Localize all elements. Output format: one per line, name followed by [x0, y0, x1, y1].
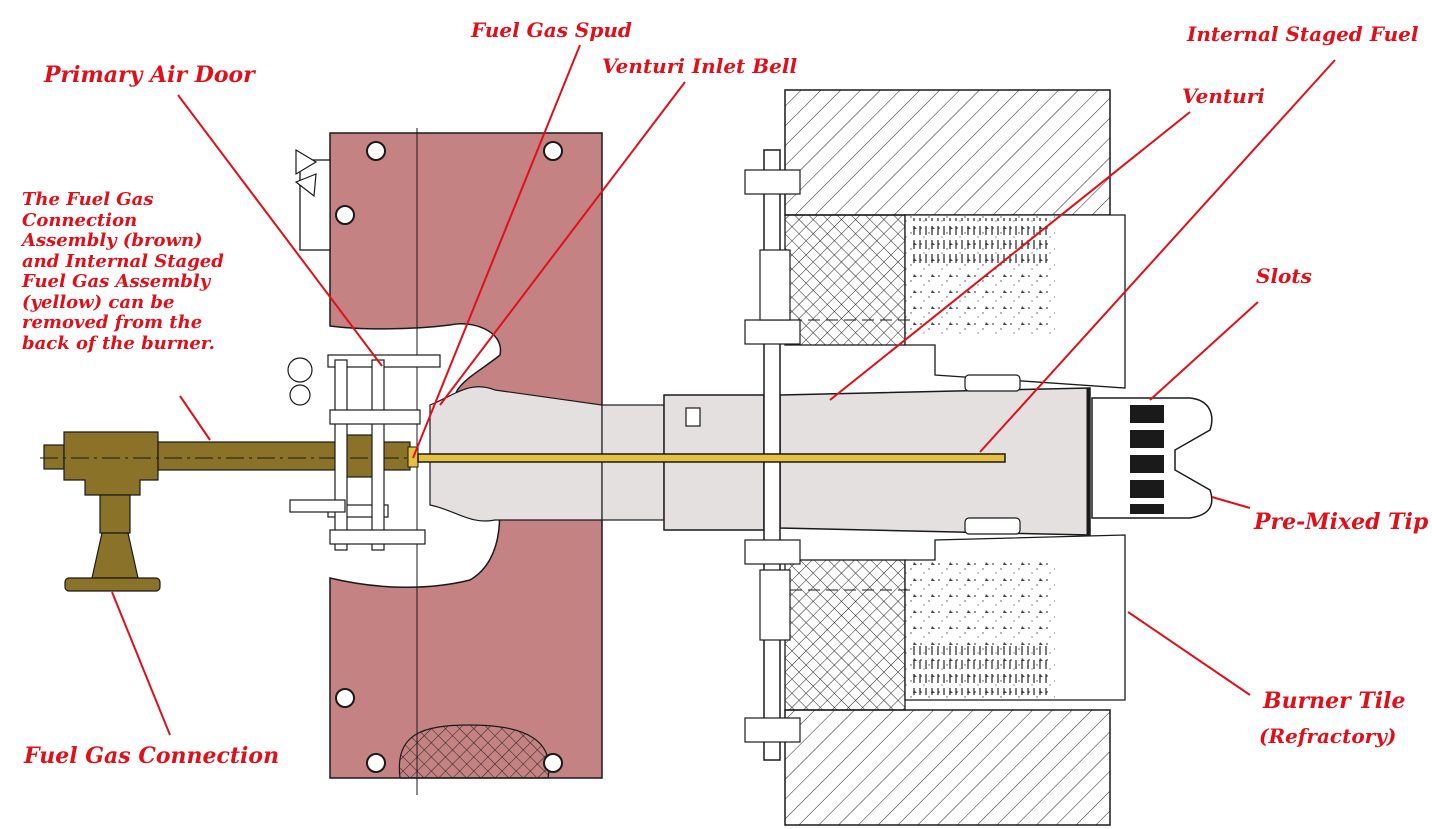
- note-line: The Fuel Gas: [22, 189, 154, 210]
- note-line: removed from the: [22, 312, 203, 333]
- note-line: (yellow) can be: [22, 291, 175, 313]
- label-burner-tile-refractory: (Refractory): [1259, 724, 1397, 748]
- pre-mixed-tip: [1091, 397, 1213, 519]
- tip-slots: [1130, 405, 1164, 514]
- note-line: Connection: [22, 209, 138, 231]
- air-door-plate: [294, 128, 603, 795]
- label-slots: Slots: [1256, 264, 1312, 288]
- label-fuel-gas-connection: Fuel Gas Connection: [24, 743, 280, 769]
- furnace-wall: [744, 89, 1126, 826]
- note-line: Fuel Gas Assembly: [22, 271, 211, 292]
- leader-lines: [111, 44, 1336, 736]
- label-pre-mixed-tip: Pre-Mixed Tip: [1254, 509, 1429, 535]
- air-door-linkage: [287, 354, 441, 551]
- label-venturi: Venturi: [1182, 84, 1265, 108]
- removal-note: The Fuel Gas Connection Assembly (brown)…: [22, 189, 252, 354]
- note-line: Assembly (brown): [22, 230, 203, 251]
- note-line: and Internal Staged: [22, 250, 224, 272]
- label-primary-air-door: Primary Air Door: [44, 62, 255, 88]
- label-fuel-gas-spud: Fuel Gas Spud: [471, 18, 632, 42]
- note-line: back of the burner.: [22, 332, 215, 354]
- burner-tile-refractory: [904, 214, 1126, 701]
- label-burner-tile: Burner Tile: [1263, 688, 1406, 714]
- label-venturi-inlet-bell: Venturi Inlet Bell: [602, 54, 798, 78]
- label-internal-staged-fuel: Internal Staged Fuel: [1187, 22, 1419, 46]
